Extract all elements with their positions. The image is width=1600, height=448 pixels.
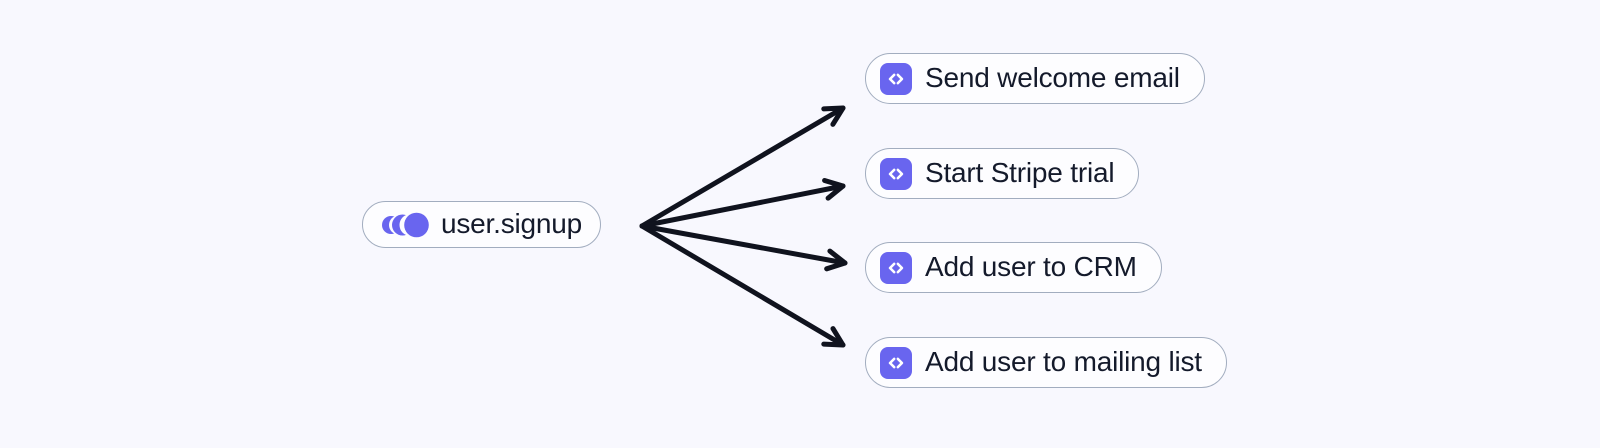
code-icon (880, 157, 912, 190)
function-node-send-welcome-email[interactable]: Send welcome email (865, 53, 1205, 104)
function-node-start-stripe-trial[interactable]: Start Stripe trial (865, 148, 1140, 199)
edge-arrow-4 (639, 223, 846, 348)
code-icon (880, 251, 912, 284)
function-node-label: Start Stripe trial (925, 156, 1115, 188)
code-icon (880, 62, 912, 95)
event-node-label: user.signup (441, 207, 583, 239)
event-ripple-icon (382, 212, 429, 237)
function-node-add-user-to-mailing-list[interactable]: Add user to mailing list (865, 337, 1227, 388)
code-icon (880, 346, 912, 379)
edge-arrow-2 (639, 177, 846, 229)
function-node-label: Add user to CRM (925, 250, 1137, 282)
function-node-add-user-to-crm[interactable]: Add user to CRM (865, 242, 1162, 293)
edge-arrow-3 (639, 223, 848, 272)
function-node-label: Add user to mailing list (925, 345, 1202, 377)
edge-arrow-1 (639, 105, 846, 229)
function-node-label: Send welcome email (925, 61, 1180, 93)
event-node-user-signup[interactable]: user.signup (362, 201, 602, 248)
